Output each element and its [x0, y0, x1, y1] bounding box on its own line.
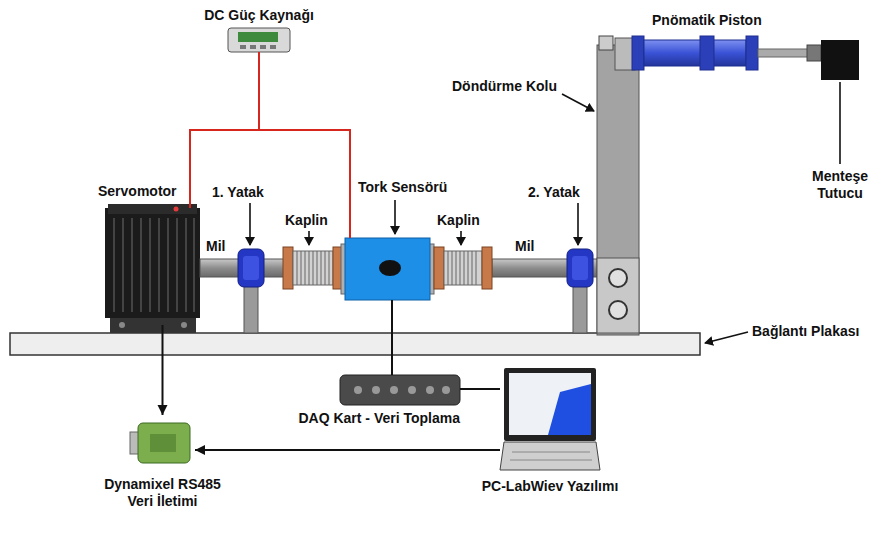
part-label: Bağlantı Plakası	[752, 323, 859, 340]
part-label: Kaplin	[437, 212, 480, 229]
part-label: Mil	[515, 238, 534, 255]
coupling	[434, 247, 492, 289]
power-supply: DC Güç Kaynağı	[228, 28, 290, 52]
wire-connector	[460, 389, 500, 390]
laptop	[500, 368, 600, 470]
leader-arrow	[705, 332, 748, 343]
torque-sensor: Tork Sensörü	[345, 238, 430, 300]
wire-connector	[259, 52, 350, 238]
part-label: 2. Yatak	[528, 184, 580, 201]
torque-sensor-body	[341, 238, 434, 300]
bearing	[238, 249, 264, 333]
coupling	[283, 247, 343, 289]
component-label: PC-LabWiev Yazılımı	[482, 478, 619, 495]
daq-card: DAQ Kart - Veri Toplama	[340, 375, 460, 405]
component-name: Tork Sensörü	[358, 179, 447, 196]
wire-line	[391, 300, 393, 375]
arrowhead	[195, 445, 205, 455]
dc-power-supply	[228, 28, 290, 52]
usb-rs485-dongle	[130, 423, 190, 463]
component-label: Tork Sensörü	[358, 179, 447, 196]
component-label: Servomotor	[98, 183, 177, 200]
leader-arrow	[577, 203, 579, 245]
pc-software: PC-LabWiev Yazılımı	[500, 368, 600, 470]
wire-connector	[392, 300, 393, 375]
part-label: Pnömatik Piston	[652, 12, 762, 29]
arrowhead	[158, 405, 168, 415]
component-name: DC Güç Kaynağı	[204, 7, 314, 24]
component-label: DC Güç Kaynağı	[204, 7, 314, 24]
wire-connector	[158, 325, 168, 415]
wire-line	[460, 388, 500, 390]
component-name: PC-LabWiev Yazılımı	[482, 478, 619, 495]
part-label: 1. Yatak	[212, 184, 264, 201]
wire-line	[162, 325, 164, 415]
wire-line	[259, 52, 350, 238]
hinge-holder	[821, 40, 859, 80]
rs485-interface: Dynamixel RS485 Veri İletimi	[130, 415, 195, 470]
component-name: Servomotor	[98, 183, 177, 200]
component-label: Dynamixel RS485 Veri İletimi	[98, 476, 228, 510]
part-label: Döndürme Kolu	[452, 78, 557, 95]
rotating-arm	[597, 36, 639, 335]
wire-connector	[195, 445, 500, 455]
part-label: Menteşe Tutucu	[798, 168, 882, 202]
pneumatic-piston	[615, 36, 821, 70]
mounting-plate	[10, 333, 700, 355]
leader-arrow	[249, 203, 251, 245]
servomotor-body	[105, 204, 200, 333]
leader-arrow	[460, 231, 462, 245]
component-label: DAQ Kart - Veri Toplama	[298, 410, 460, 427]
component-name: Dynamixel RS485 Veri İletimi	[98, 476, 228, 510]
bearing	[567, 249, 593, 333]
wire-line	[195, 449, 500, 451]
part-label: Kaplin	[285, 212, 328, 229]
component-name: DAQ Kart - Veri Toplama	[298, 410, 460, 427]
daq-card-body	[340, 375, 460, 405]
leader-arrow	[394, 200, 396, 234]
leader-arrow	[308, 231, 310, 245]
servomotor: Servomotor	[105, 208, 200, 325]
part-label: Mil	[206, 238, 225, 255]
leader-arrow	[562, 94, 594, 111]
leader-line	[839, 82, 841, 164]
